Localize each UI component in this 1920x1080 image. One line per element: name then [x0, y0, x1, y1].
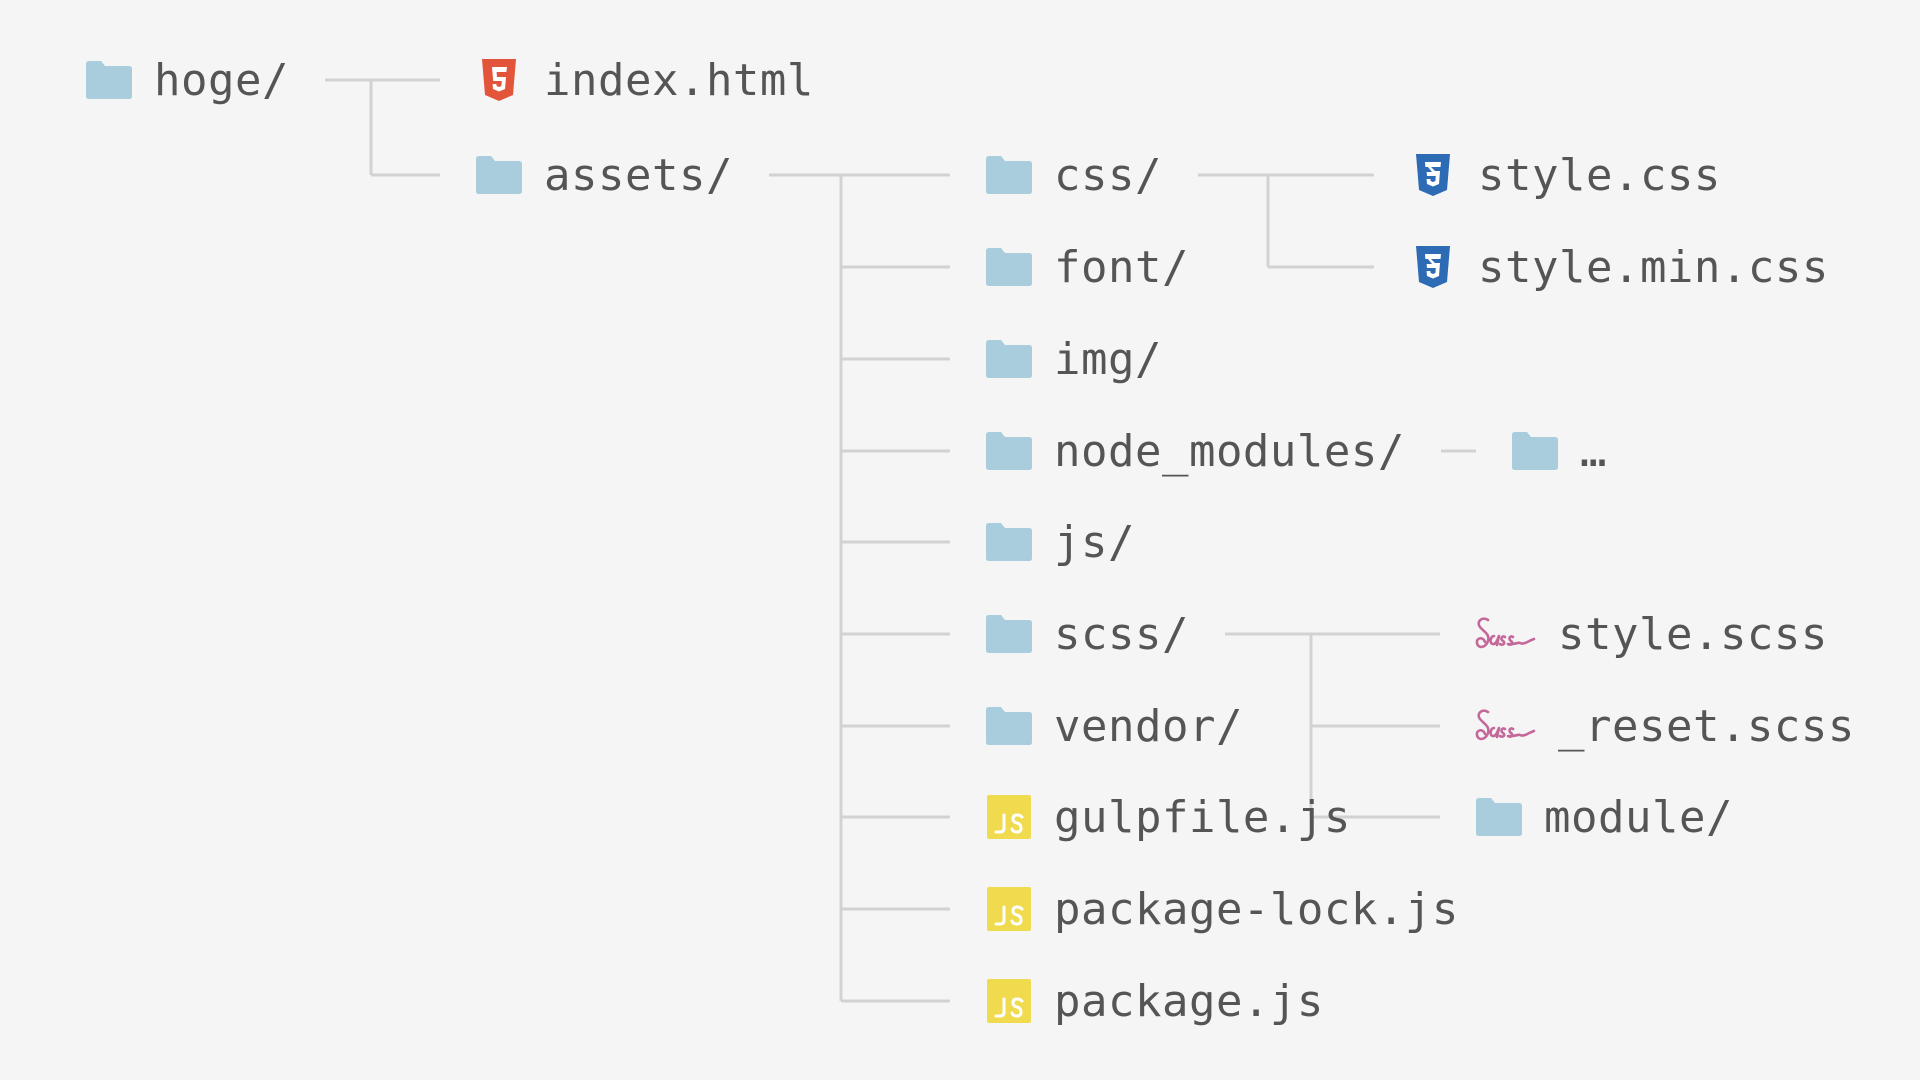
node-label-package-lock-js: package-lock.js [1054, 883, 1459, 935]
folder-icon [474, 153, 524, 197]
node-label-module: module/ [1544, 791, 1733, 843]
node-label-ellipsis: … [1580, 425, 1607, 477]
node-label-vendor: vendor/ [1054, 700, 1243, 752]
tree-node-font-folder: font/ [984, 241, 1189, 293]
node-label-font: font/ [1054, 241, 1189, 293]
folder-icon [984, 153, 1034, 197]
tree-node-style-css-file: style.css [1408, 149, 1721, 201]
folder-icon [84, 58, 134, 102]
js-icon [984, 979, 1034, 1023]
tree-node-package-lock-js-file: package-lock.js [984, 883, 1459, 935]
sass-icon [1474, 612, 1538, 656]
tree-node-reset-scss-file: _reset.scss [1474, 700, 1855, 752]
tree-node-package-js-file: package.js [984, 975, 1324, 1027]
tree-node-module-folder: module/ [1474, 791, 1733, 843]
node-label-scss: scss/ [1054, 608, 1189, 660]
node-label-js: js/ [1054, 516, 1135, 568]
js-icon [984, 795, 1034, 839]
folder-icon [1474, 795, 1524, 839]
folder-icon [984, 429, 1034, 473]
tree-node-vendor-folder: vendor/ [984, 700, 1243, 752]
folder-icon [984, 704, 1034, 748]
node-label-hoge: hoge/ [154, 54, 289, 106]
tree-node-node-modules-more-folder: … [1510, 425, 1607, 477]
tree-node-style-min-css-file: style.min.css [1408, 241, 1829, 293]
tree-node-css-folder: css/ [984, 149, 1162, 201]
tree-node-hoge-folder: hoge/ [84, 54, 289, 106]
folder-icon [1510, 429, 1560, 473]
tree-node-gulpfile-js-file: gulpfile.js [984, 791, 1351, 843]
tree-node-assets-folder: assets/ [474, 149, 733, 201]
node-label-style-scss: style.scss [1558, 608, 1828, 660]
node-label-assets: assets/ [544, 149, 733, 201]
js-icon [984, 887, 1034, 931]
node-label-style-min-css: style.min.css [1478, 241, 1829, 293]
css3-icon [1408, 245, 1458, 289]
tree-node-style-scss-file: style.scss [1474, 608, 1828, 660]
node-label-gulpfile-js: gulpfile.js [1054, 791, 1351, 843]
sass-icon [1474, 704, 1538, 748]
node-label-node-modules: node_modules/ [1054, 425, 1405, 477]
folder-icon [984, 337, 1034, 381]
html5-icon [474, 58, 524, 102]
tree-node-index-html-file: index.html [474, 54, 814, 106]
tree-node-node-modules-folder: node_modules/ [984, 425, 1405, 477]
css3-icon [1408, 153, 1458, 197]
folder-icon [984, 245, 1034, 289]
node-label-style-css: style.css [1478, 149, 1721, 201]
node-label-package-js: package.js [1054, 975, 1324, 1027]
node-label-index-html: index.html [544, 54, 814, 106]
node-label-img: img/ [1054, 333, 1162, 385]
tree-node-img-folder: img/ [984, 333, 1162, 385]
folder-icon [984, 520, 1034, 564]
tree-node-scss-folder: scss/ [984, 608, 1189, 660]
folder-icon [984, 612, 1034, 656]
node-label-css: css/ [1054, 149, 1162, 201]
tree-node-js-folder: js/ [984, 516, 1135, 568]
node-label-reset-scss: _reset.scss [1558, 700, 1855, 752]
